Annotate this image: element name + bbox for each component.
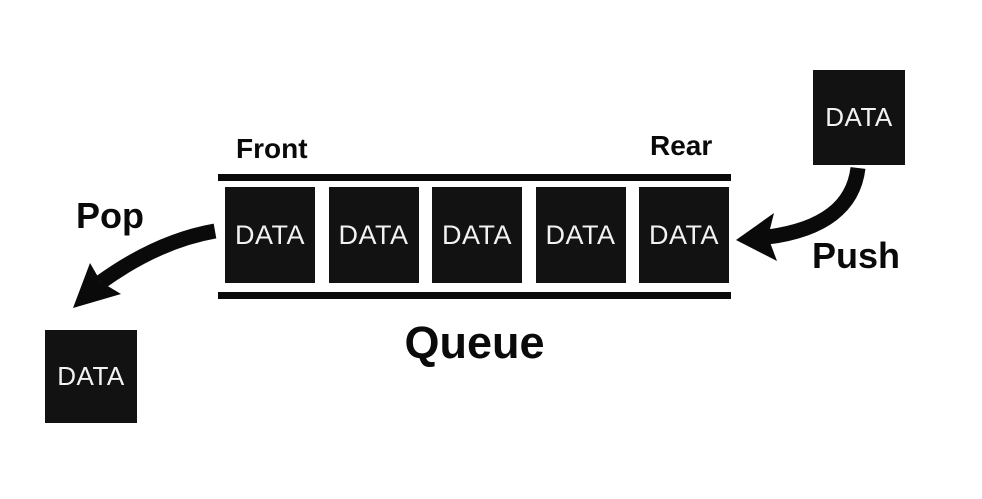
queue-cell: DATA [225, 187, 315, 283]
queue-cell: DATA [639, 187, 729, 283]
pop-arrow [96, 223, 217, 289]
queue-cell-label: DATA [234, 219, 305, 250]
front-label: Front [236, 133, 308, 164]
queue-top-rail [218, 174, 731, 181]
incoming-data-box: DATA [813, 70, 905, 165]
queue-title: Queue [404, 317, 545, 368]
push-arrow-head [736, 213, 777, 261]
pop-arrow-head [73, 263, 121, 308]
queue-bottom-rail [218, 292, 731, 299]
popped-data-box: DATA [45, 330, 137, 423]
pop-label: Pop [76, 195, 144, 236]
queue-cell-label: DATA [648, 219, 719, 250]
push-arrow [766, 166, 866, 245]
push-label: Push [812, 235, 901, 276]
popped-data-box-label: DATA [57, 361, 125, 391]
queue-cell: DATA [432, 187, 522, 283]
rear-label: Rear [650, 130, 713, 161]
queue-cell-label: DATA [441, 219, 512, 250]
queue-cell: DATA [535, 187, 626, 283]
queue-cell: DATA [328, 187, 419, 283]
incoming-data-box-label: DATA [825, 102, 893, 132]
queue-cells: DATA DATA DATA DATA DATA [225, 187, 729, 283]
queue-cell-label: DATA [545, 219, 616, 250]
queue-cell-label: DATA [338, 219, 409, 250]
